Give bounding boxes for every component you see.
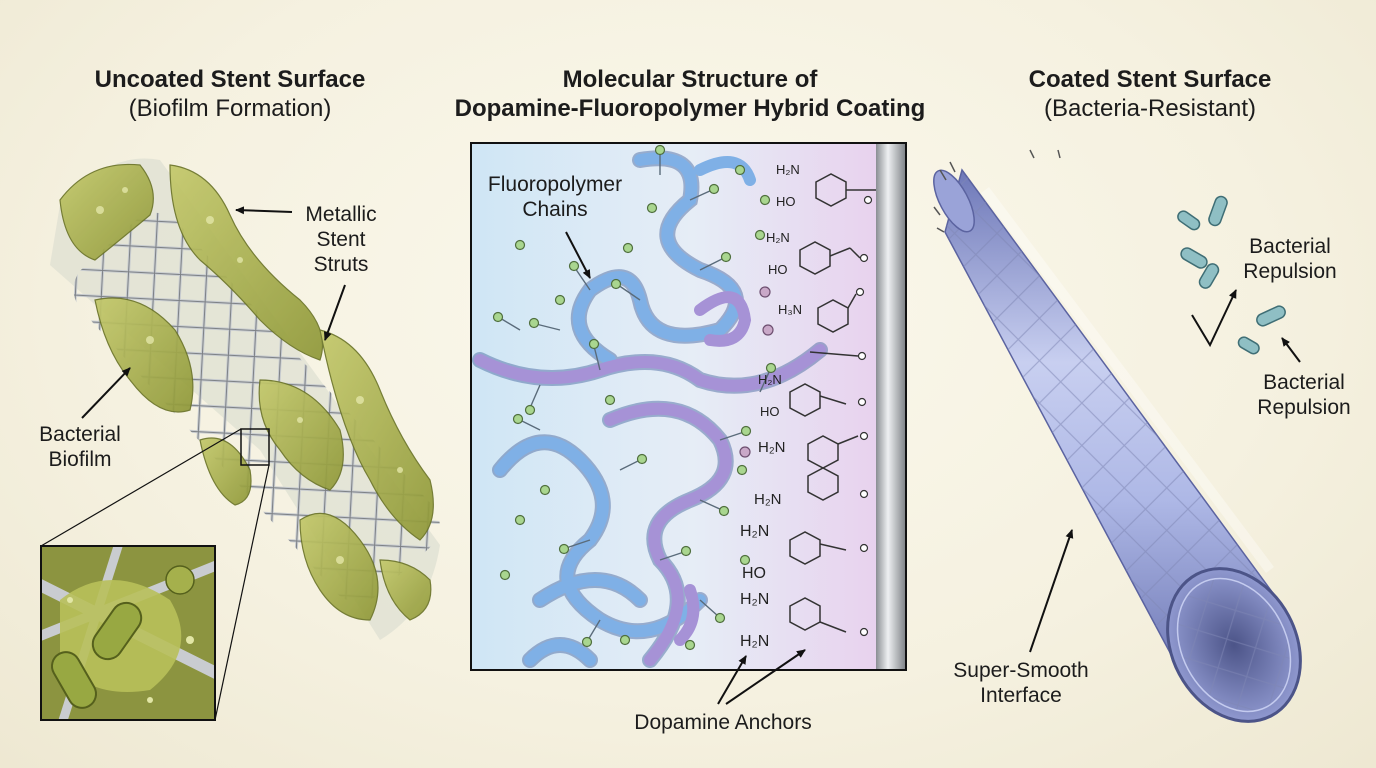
group-label: HO	[768, 262, 788, 277]
center-title-line2: Dopamine-Fluoropolymer Hybrid Coating	[454, 94, 926, 122]
chains-label-line: Chains	[522, 198, 588, 222]
chains-label: Fluoropolymer Chains	[474, 172, 636, 222]
group-label: H₂N	[754, 491, 782, 508]
benzene-ring-icon	[789, 383, 847, 417]
struts-arrow-icon	[323, 284, 346, 341]
right-title-line1: Coated Stent Surface	[1028, 66, 1272, 93]
benzene-ring-icon	[817, 293, 857, 333]
repulsion-arrow-icon	[1191, 289, 1237, 348]
bacterium-icon	[1198, 263, 1220, 289]
bacterium-icon	[1237, 336, 1260, 355]
anchors-arrow-icon	[725, 649, 806, 705]
fluoro-side-chains	[499, 152, 771, 641]
group-label: HO	[760, 404, 780, 419]
anchors-label-text: Dopamine Anchors	[634, 711, 812, 734]
repulsion-label-line: Bacterial	[1249, 235, 1331, 258]
right-panel-title: Coated Stent Surface (Bacteria-Resistant…	[990, 66, 1310, 124]
repulsion-label-2: Bacterial Repulsion	[1240, 370, 1368, 420]
chemical-group-labels: H₂N HO H₂N HO H₃N H₂N HO H₂N H₂N H₂N HO …	[740, 162, 802, 650]
repulsion-label-line: Repulsion	[1257, 396, 1351, 420]
group-label: H₂N	[776, 162, 800, 177]
struts-label-line: Stent	[316, 228, 366, 252]
group-label: H₂N	[766, 230, 790, 245]
group-label: HO	[742, 565, 766, 582]
chains-arrow-icon	[565, 231, 591, 279]
group-label: H₂N	[758, 439, 786, 456]
bacterium-icon	[1208, 195, 1228, 227]
biofilm-label-line: Biofilm	[48, 448, 112, 472]
bacterium-icon	[1256, 305, 1286, 327]
benzene-ring-icon	[789, 597, 847, 633]
group-label: H₂N	[740, 591, 769, 608]
benzene-ring-icon	[815, 173, 876, 207]
bacterium-icon	[1180, 247, 1208, 269]
surface-oxygen-bonds	[855, 195, 873, 637]
benzene-ring-icon	[807, 435, 859, 501]
group-label: H₂N	[758, 372, 782, 387]
anchors-label: Dopamine Anchors	[600, 710, 846, 735]
right-title-line2: (Bacteria-Resistant)	[1043, 94, 1257, 122]
group-label: H₂N	[740, 523, 769, 540]
biofilm-label: Bacterial Biofilm	[20, 422, 140, 472]
struts-label-line: Struts	[313, 253, 369, 277]
struts-label: Metallic Stent Struts	[285, 202, 397, 278]
repelled-bacteria	[1177, 195, 1286, 355]
chains-label-line: Fluoropolymer	[487, 173, 623, 196]
left-title-line2: (Biofilm Formation)	[128, 94, 332, 122]
molecular-structure-box	[470, 142, 907, 671]
anchors-arrow-icon	[717, 655, 747, 705]
benzene-ring-icon	[799, 241, 861, 275]
struts-label-line: Metallic	[305, 203, 377, 226]
bacterium-icon	[51, 651, 97, 709]
biofilm-arrow-icon	[81, 367, 131, 419]
repulsion-label-line: Repulsion	[1243, 260, 1337, 284]
left-panel-title: Uncoated Stent Surface (Biofilm Formatio…	[60, 66, 400, 124]
bacterium-icon	[1177, 210, 1201, 231]
repulsion-arrow-icon	[1281, 337, 1301, 363]
uncoated-stent	[40, 158, 440, 721]
center-title-line1: Molecular Structure of	[562, 66, 818, 93]
fluoro-beads	[492, 144, 777, 651]
group-label: HO	[776, 194, 796, 209]
interface-arrow-icon	[1029, 529, 1074, 653]
struts-arrow-icon	[235, 206, 293, 215]
group-label: H₃N	[778, 302, 802, 317]
repulsion-label-1: Bacterial Repulsion	[1226, 234, 1354, 284]
biofilm-zoom-inset	[40, 545, 216, 721]
dopamine-anchor-rings	[789, 173, 876, 633]
repulsion-label-line: Bacterial	[1263, 371, 1345, 394]
left-title-line1: Uncoated Stent Surface	[94, 66, 366, 93]
biofilm-label-line: Bacterial	[39, 423, 121, 446]
interface-label-line: Super-Smooth	[953, 659, 1089, 682]
interface-label: Super-Smooth Interface	[928, 658, 1114, 708]
center-panel-title: Molecular Structure of Dopamine-Fluoropo…	[420, 66, 960, 124]
group-label: H₂N	[740, 633, 769, 650]
bacterium-icon	[91, 601, 143, 661]
coated-stent	[933, 149, 1302, 723]
benzene-ring-icon	[789, 531, 847, 565]
interface-label-line: Interface	[980, 684, 1062, 708]
